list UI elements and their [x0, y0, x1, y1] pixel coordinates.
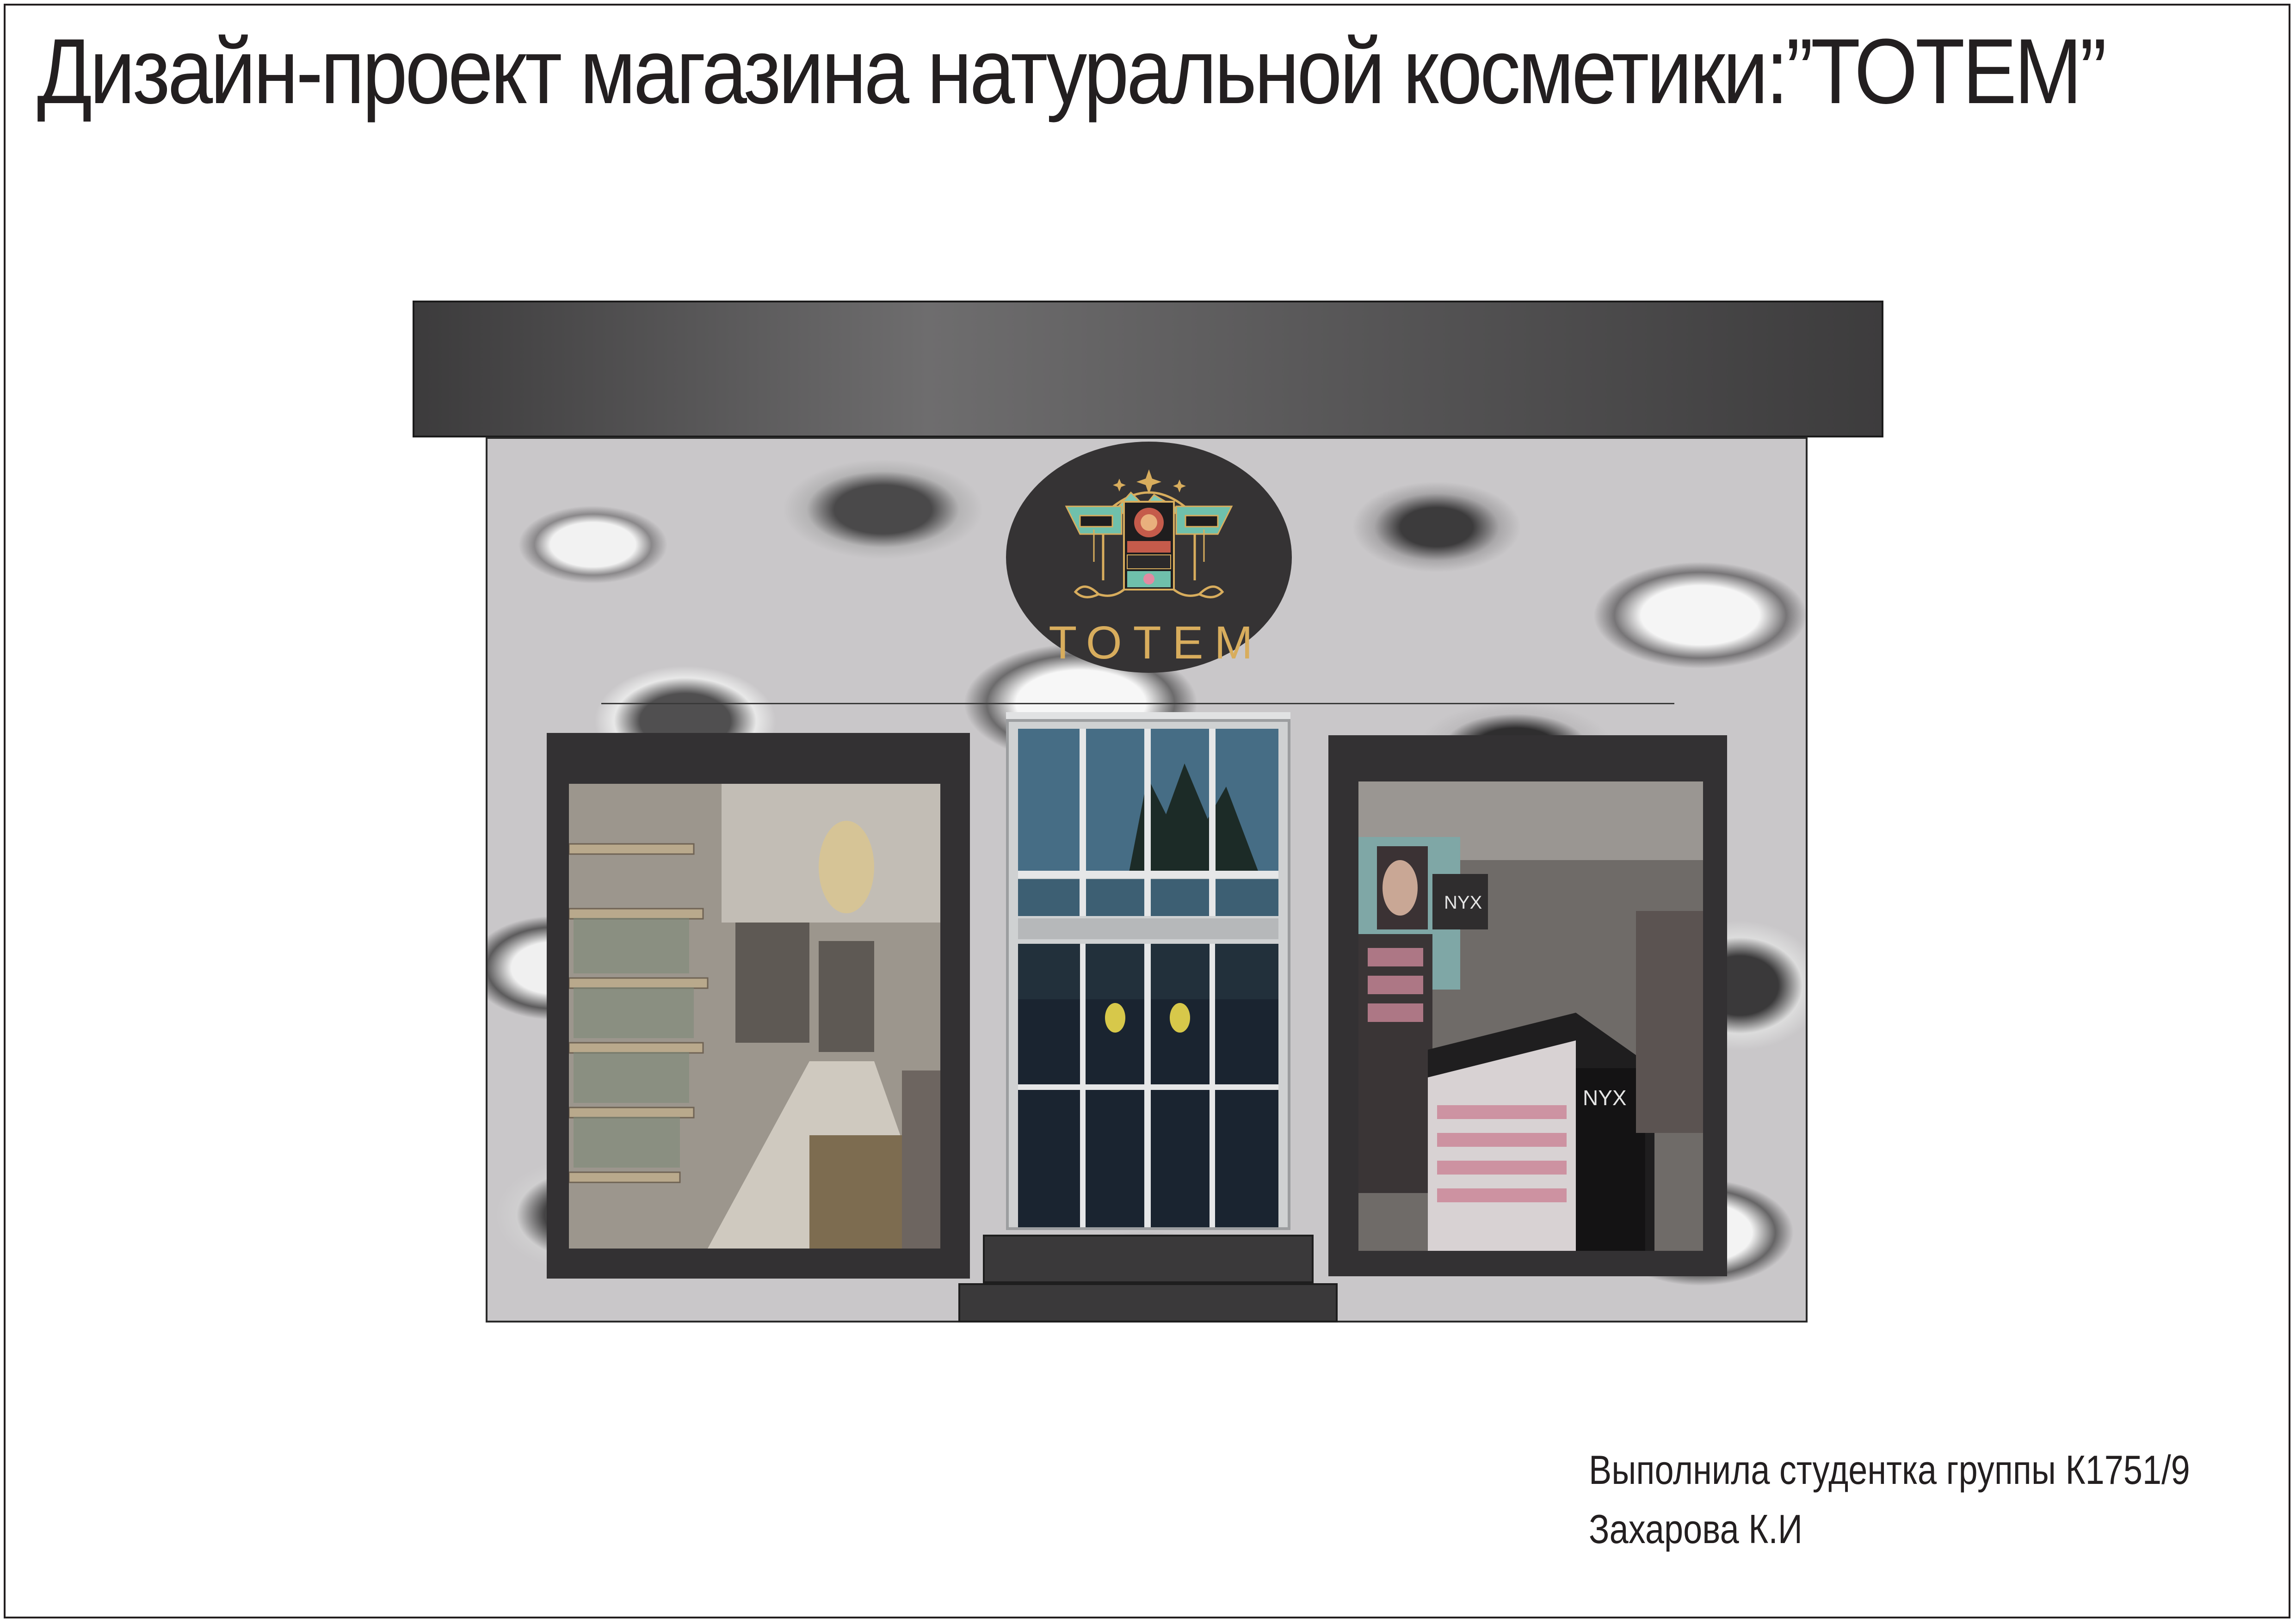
right-window-interior: NYX NYX: [1358, 781, 1703, 1251]
storefront-canopy: [413, 301, 1883, 437]
author-line-group: Выполнила студентка группы К1751/9: [1589, 1447, 2190, 1493]
nyx-counter-label: NYX: [1583, 1086, 1627, 1110]
page-title: Дизайн-проект магазина натуральной косме…: [37, 20, 2107, 123]
nyx-wall-label: NYX: [1444, 892, 1482, 913]
left-window-interior: [569, 784, 940, 1249]
entrance-step-upper: [983, 1235, 1314, 1283]
author-line-name: Захарова К.И: [1589, 1506, 1803, 1552]
entrance-step-lower: [958, 1283, 1338, 1323]
facade-divider-line: [601, 703, 1674, 704]
logo-wordmark: ТОТЕМ: [1049, 617, 1264, 669]
glass-door-illustration: [1009, 722, 1288, 1227]
cosmetics-counter-illustration: NYX NYX: [1358, 781, 1703, 1251]
totem-emblem-icon: [1065, 469, 1233, 598]
shop-interior-illustration: [569, 784, 940, 1249]
entrance-door[interactable]: [1006, 719, 1290, 1230]
page-border: [4, 4, 2290, 1618]
logo-sign: [1006, 442, 1292, 673]
author-credit: Выполнила студентка группы К1751/9 Захар…: [1589, 1440, 2190, 1559]
